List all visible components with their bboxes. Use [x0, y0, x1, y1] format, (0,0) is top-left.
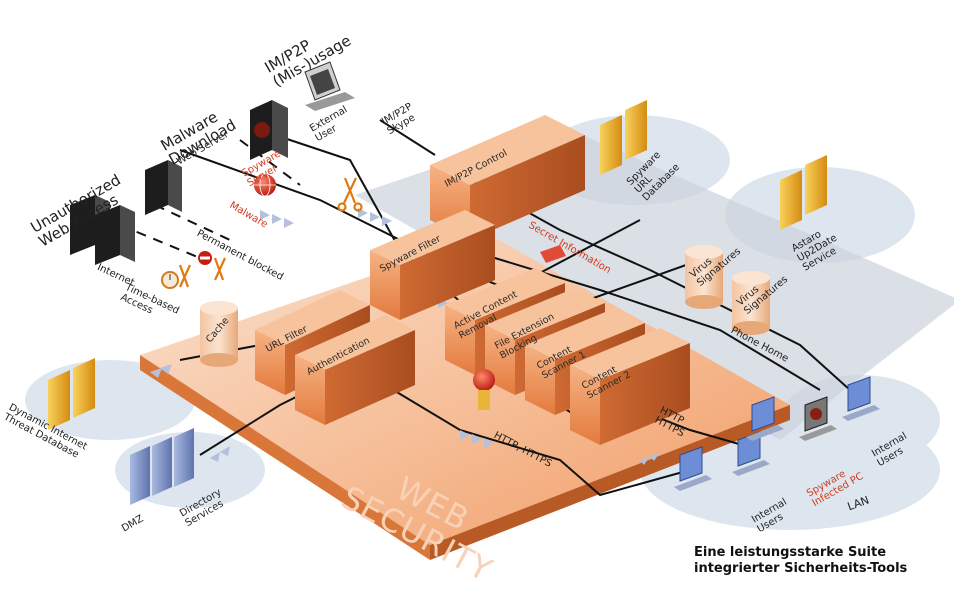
internal-pc-icons [674, 376, 880, 491]
virus-signatures-cylinder-2 [732, 271, 770, 335]
secret-document-icon [540, 245, 566, 263]
directory-server-icon [130, 428, 194, 505]
database-icon [48, 100, 827, 430]
module-content-scanner-2 [570, 328, 690, 445]
cylinders [200, 245, 770, 367]
spyware-infected-pc-icon [799, 396, 837, 441]
workstation-icon [304, 61, 355, 111]
virus-signatures-cylinder-1 [685, 245, 723, 309]
spyware-server-icon [250, 100, 288, 160]
stopwatch-icon [161, 271, 179, 289]
globe-icon [254, 173, 276, 197]
microphone-icon [473, 369, 495, 410]
caption-text: Eine leistungsstarke Suite integrierter … [694, 545, 908, 576]
module-spyware-filter [370, 210, 495, 320]
scissors-icon [178, 177, 363, 288]
cache-cylinder [200, 301, 238, 367]
no-entry-icon [198, 251, 212, 265]
module-authentication [295, 315, 415, 425]
server-icon [70, 160, 182, 265]
